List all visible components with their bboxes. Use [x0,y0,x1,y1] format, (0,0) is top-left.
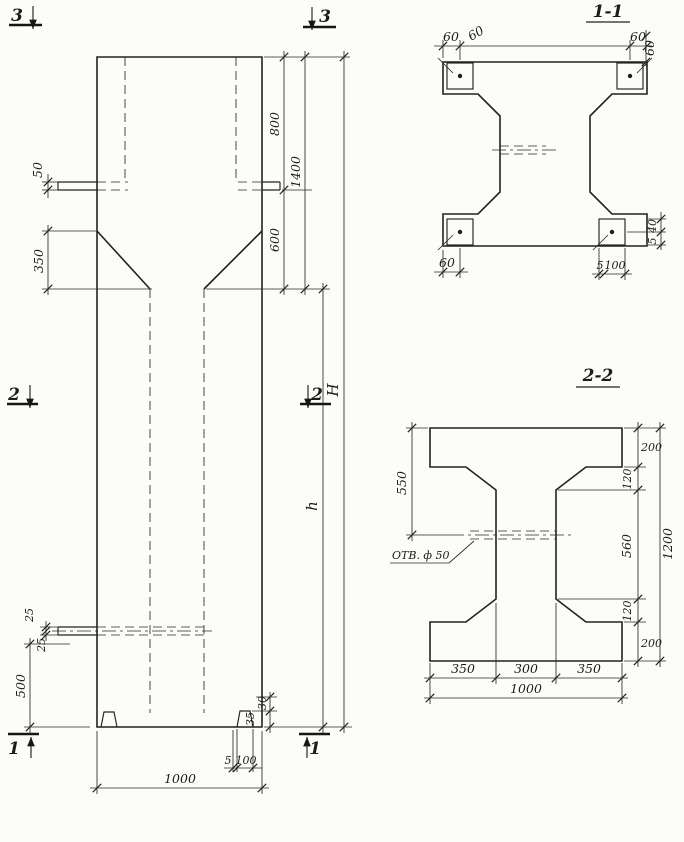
dim-head-height: 1400 [288,156,303,188]
dim-flange-bottom: 200 [640,637,662,650]
dim-column-width: 1000 [164,771,196,786]
dim-pad-height-right: 60 [642,40,657,56]
marker-3-right: 3 [319,7,331,27]
dim-overall-height: H [324,383,342,398]
dim-bolt-inset-bottom: 60 [439,255,455,270]
dim-foot-width: 100 [236,754,257,767]
dim-embed-offset-b: 25 [35,638,48,653]
bolt-dot [627,73,633,79]
dim-slope-bottom: 120 [621,601,634,622]
section-1-1: 1-1 [434,2,666,280]
section-1-1-outline [442,61,648,247]
section-2-2-extension-lines [406,427,666,704]
elevation-view: 50 350 800 1400 600 H h 500 25 25 30 35 … [7,6,352,794]
dim-base-gap: 5 [225,754,232,767]
bolt-dot [457,73,463,79]
marker-1-right: 1 [309,739,321,759]
elevation-dimension-lines [29,51,345,789]
column-outline [96,56,263,728]
dim-flange-left: 350 [451,661,475,676]
elevation-extension-lines [24,56,352,794]
dim-section-height: 1200 [660,528,675,560]
dim-taper-height: 350 [31,249,46,273]
dim-hole-offset: 550 [394,471,409,495]
dim-top-zone: 800 [267,112,282,136]
dim-section-width: 1000 [510,681,542,696]
dim-taper-zone: 600 [267,228,282,252]
dim-plate-width: 100 [605,259,626,272]
dim-bolt-inset-right: 60 [630,29,646,44]
hidden-lines [97,57,262,713]
ledge-right [262,181,281,191]
base-foot-left [100,711,118,728]
bolt-dot [609,229,615,235]
dim-embed-offset-a: 25 [23,608,36,623]
dim-plate-gap: 5 [597,259,604,272]
base-foot-right [236,710,254,728]
dim-plate-thickness: 5 [646,238,659,245]
ledge-left [57,181,97,191]
hole-label: ОТВ. ф 50 [392,549,450,562]
dim-flange-top: 200 [640,441,662,454]
dim-base-zone: 500 [13,674,28,698]
section-2-2-title: 2-2 [582,366,614,386]
section-1-1-title: 1-1 [593,2,624,22]
web-hole [450,530,574,540]
section-markers: 3 3 2 2 1 1 [7,6,336,759]
section-2-2: 2-2 ОТВ. ф 50 [390,366,675,704]
section-1-1-dimension-lines [434,30,662,275]
anchor-pads [437,57,653,251]
section-1-1-extension-lines [442,40,666,280]
marker-1-left: 1 [8,739,20,759]
section-2-2-dimension-lines [411,422,661,699]
dim-web-width: 300 [514,661,538,676]
bolt-dot [457,229,463,235]
marker-2-left: 2 [7,385,20,405]
dim-web-height: 560 [619,534,634,558]
dim-edge-offset: 40 [646,219,659,234]
dim-pad-size-left: 60 [465,23,486,44]
embed-plate [52,626,212,636]
dim-bolt-inset-left: 60 [443,29,459,44]
dim-slope-top: 120 [621,469,634,490]
section-1-1-hidden [492,145,558,155]
marker-3-left: 3 [11,6,23,26]
section-2-2-outline [429,427,623,662]
marker-2-right: 2 [310,385,323,405]
dim-foot-top: 30 [256,696,269,710]
dim-flange-right: 350 [577,661,601,676]
dim-shaft-height: h [303,501,321,511]
dim-foot-height: 35 [244,712,257,726]
dim-ledge-thickness: 50 [30,162,45,178]
